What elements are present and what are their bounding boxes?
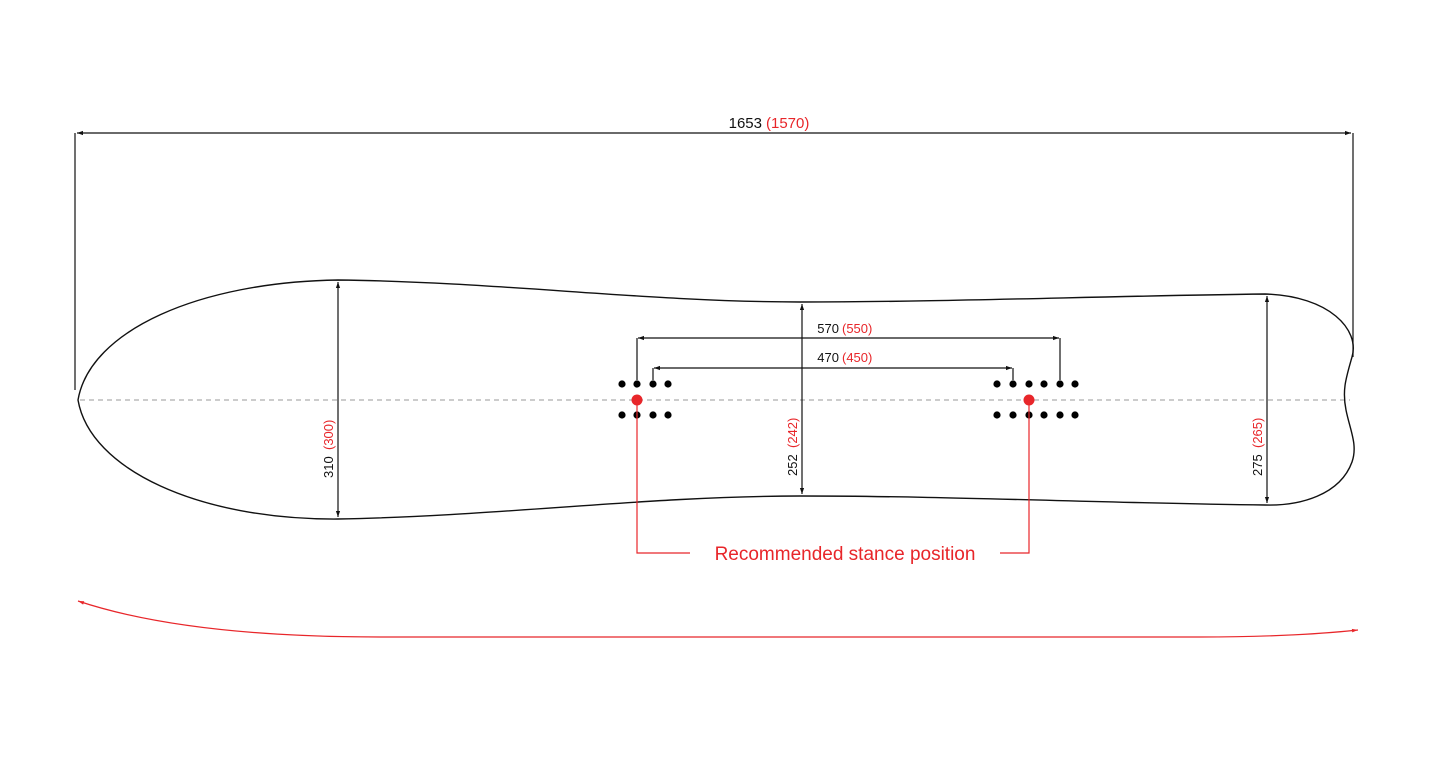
insert-hole [993,411,1001,419]
waist-width-dimension: 252 (242) [785,304,805,494]
stance-callout: Recommended stance position [631,394,1035,565]
overall-length-value: 1653 [729,115,762,132]
outer-stance-dimension: 570 (550) [636,321,1061,380]
inner-stance-value: 470 [817,350,839,365]
nose-width-value: 310 [321,456,336,478]
stance-callout-label: Recommended stance position [715,544,976,565]
nose-width-alt: (300) [321,420,336,450]
tail-width-value: 275 [1250,454,1265,476]
insert-hole [1009,380,1017,388]
profile-arc [77,600,1359,638]
insert-hole [618,411,626,419]
insert-hole [1025,380,1033,388]
insert-hole [664,380,672,388]
insert-hole [633,380,641,388]
insert-hole [993,380,1001,388]
nose-width-dimension: 310 (300) [321,282,341,517]
insert-hole [1040,411,1048,419]
insert-hole [1056,411,1064,419]
outer-stance-alt: (550) [842,321,872,336]
insert-hole [1071,411,1079,419]
waist-width-alt: (242) [785,418,800,448]
tail-width-dimension: 275 (265) [1250,296,1270,503]
insert-hole [649,411,657,419]
outer-stance-value: 570 [817,321,839,336]
insert-hole [1040,380,1048,388]
insert-hole [1009,411,1017,419]
inner-stance-alt: (450) [842,350,872,365]
inner-stance-dimension: 470 (450) [652,350,1014,380]
stance-marker-left [631,394,643,406]
waist-width-value: 252 [785,454,800,476]
insert-hole [1071,380,1079,388]
overall-length-alt: (1570) [766,115,809,132]
board-outline [77,279,1355,520]
insert-hole [618,380,626,388]
overall-length-dimension: 1653 (1570) [74,115,1354,390]
insert-hole [1056,380,1064,388]
tail-width-alt: (265) [1250,418,1265,448]
insert-hole [664,411,672,419]
stance-marker-right [1023,394,1035,406]
insert-hole [649,380,657,388]
